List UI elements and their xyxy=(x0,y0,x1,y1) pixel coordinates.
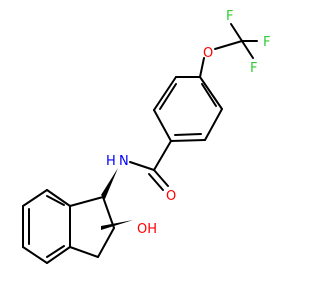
bond-cf3-o xyxy=(214,40,243,50)
bond-ring-carbonyl xyxy=(153,140,172,171)
fluorine-label: F xyxy=(226,9,233,24)
bond-cf3-f-top-left xyxy=(230,23,243,42)
hydroxyl-label: OH xyxy=(137,222,157,237)
chemical-structure: F F F O H N O OH xyxy=(22,9,270,264)
bond-c1-c2 xyxy=(102,196,115,229)
fluorine-label: F xyxy=(263,35,270,50)
ring-bond xyxy=(22,246,48,264)
ring-bond xyxy=(46,189,71,207)
ring-bond xyxy=(46,246,71,264)
bond-o-aryl xyxy=(199,57,205,78)
bond-c2-c3 xyxy=(97,227,115,258)
amide-group xyxy=(129,140,172,191)
ring-inner-bond xyxy=(174,133,202,136)
bond-carbonyl-double xyxy=(148,173,164,191)
indane-group xyxy=(22,189,115,264)
ring-bond xyxy=(153,76,177,111)
ring-bond xyxy=(199,76,223,110)
ring-bond xyxy=(204,108,223,141)
benzoyl-ring xyxy=(153,76,223,142)
bond-c3-c3a xyxy=(69,246,99,258)
ether-oxygen-label: O xyxy=(203,46,213,61)
ring-inner-bond xyxy=(46,195,65,206)
trifluoromethoxy-group xyxy=(199,23,258,78)
fluorine-label: F xyxy=(250,61,257,76)
wedge-bond-oh xyxy=(101,220,133,230)
bond-c1-c7a xyxy=(69,196,104,207)
amide-hydrogen-label: H xyxy=(106,154,116,169)
ring-inner-bond xyxy=(201,83,217,107)
ring-inner-bond xyxy=(46,245,65,258)
ring-bond xyxy=(22,189,48,207)
ring-inner-bond xyxy=(159,83,177,110)
bond-carbonyl-n xyxy=(129,161,155,171)
wedge-bond-n xyxy=(101,168,118,199)
bond-cf3-f-right xyxy=(241,40,254,59)
ring-bond xyxy=(170,139,206,142)
ring-bond xyxy=(153,109,172,142)
carbonyl-oxygen-label: O xyxy=(166,189,176,204)
amide-nitrogen-label: N xyxy=(119,154,129,169)
bond-carbonyl-double xyxy=(153,169,169,187)
